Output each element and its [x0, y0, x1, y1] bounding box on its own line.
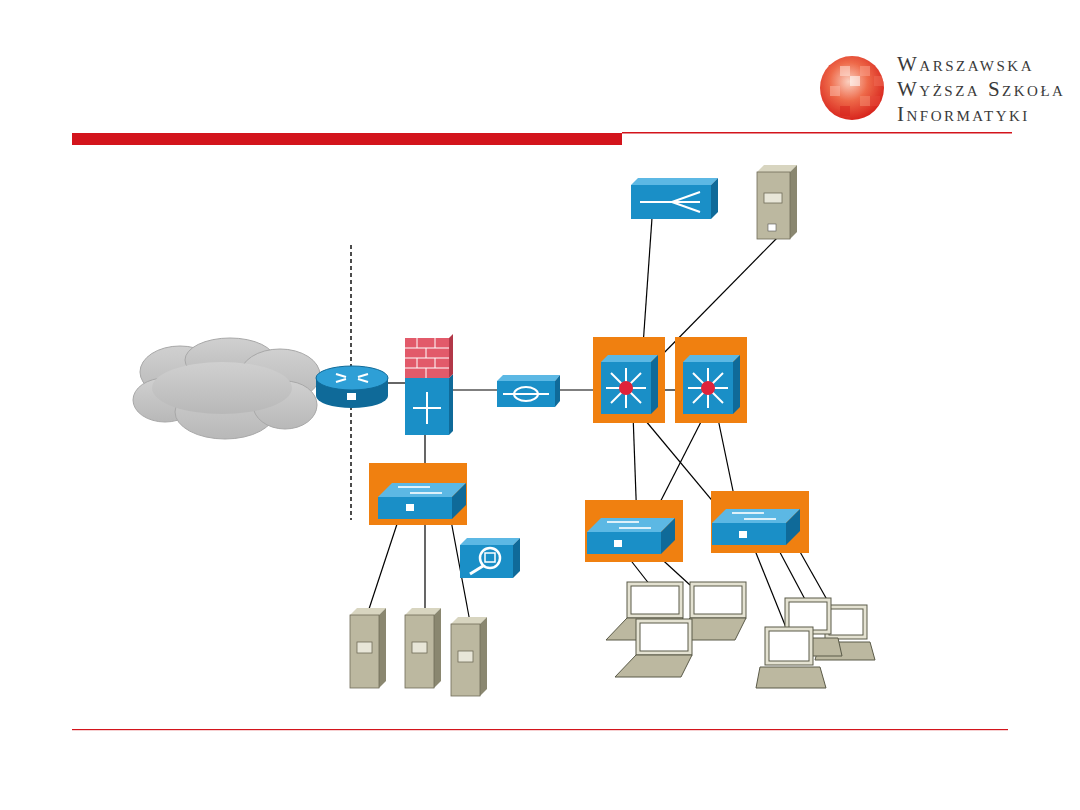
logo-text-line: Warszawska — [897, 52, 1065, 77]
header-rule — [622, 132, 1012, 134]
content-switch-icon — [631, 178, 718, 219]
core-switch-icon — [593, 337, 665, 423]
server-icon — [757, 165, 797, 239]
access-switch-icon — [711, 491, 809, 553]
logo-text: WarszawskaWyższa SzkołaInformatyki — [897, 52, 1065, 127]
firewall-icon — [405, 334, 453, 435]
access-switch-icon — [585, 500, 683, 562]
server-icon — [451, 617, 487, 696]
dmz-switch-icon — [369, 463, 467, 525]
footer-rule — [72, 729, 1008, 730]
router-icon — [316, 366, 388, 408]
ids-icon — [460, 538, 520, 578]
server-icon — [350, 608, 386, 688]
laptop-icon — [606, 582, 746, 677]
pc-icon — [756, 598, 875, 688]
core-switch-icon — [675, 337, 747, 423]
logo-mark — [820, 56, 884, 120]
logo-text-line: Wyższa Szkoła — [897, 77, 1065, 102]
vpn-device-icon — [497, 375, 560, 407]
logo-text-line: Informatyki — [897, 102, 1065, 127]
header-bar — [72, 133, 622, 145]
server-icon — [405, 608, 441, 688]
network-wires — [368, 218, 830, 630]
internet-cloud — [133, 338, 320, 439]
